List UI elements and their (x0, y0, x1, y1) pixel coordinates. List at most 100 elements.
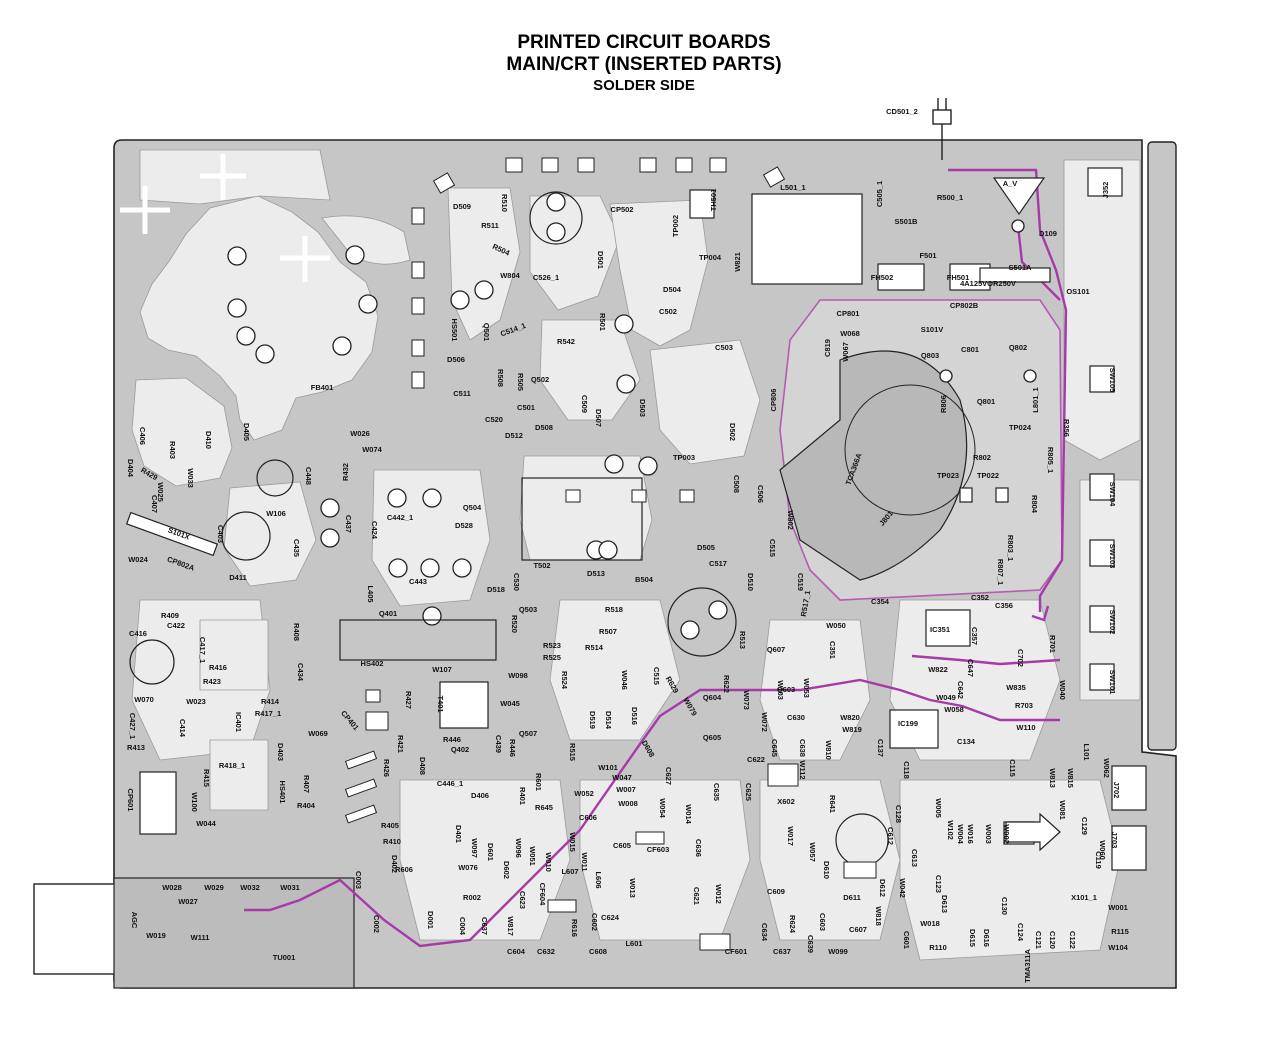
component-label: W052 (574, 789, 594, 798)
component-label: Q607 (767, 645, 785, 654)
component-label: S501B (895, 217, 919, 226)
component-label: W820 (840, 713, 860, 722)
component-label: C645 (770, 739, 779, 757)
component-label: W002 (1002, 824, 1011, 844)
component-label: Q803 (921, 351, 939, 360)
component-label: R601 (534, 773, 543, 791)
component-label: FH502 (871, 273, 894, 282)
component-label: R514 (585, 643, 604, 652)
component-label: W818 (874, 906, 883, 926)
component-label: W031 (280, 883, 300, 892)
component-label: R515 (568, 743, 577, 761)
component-label: W012 (714, 884, 723, 904)
component-label: W104 (1108, 943, 1128, 952)
component-label: C642 (956, 681, 965, 699)
component-label: CP802B (950, 301, 979, 310)
component-label: R517_1 (799, 590, 812, 617)
component-label: SW105 (1108, 368, 1117, 393)
component-label: CP801 (837, 309, 860, 318)
component-label: R002 (463, 893, 481, 902)
component-label: R409 (161, 611, 179, 620)
component-label: W033 (186, 468, 195, 488)
component-label: R511 (481, 221, 499, 230)
component-label: C515 (652, 667, 661, 685)
component-label: C120 (1048, 931, 1057, 949)
component-label: TU001 (273, 953, 296, 962)
component-label: W024 (128, 555, 148, 564)
component-label: R427 (404, 691, 413, 709)
component-label: CP502 (611, 205, 634, 214)
component-label: C443 (409, 577, 427, 586)
component-label: W068 (840, 329, 860, 338)
component-label: T401 (436, 695, 445, 712)
component-label: C003 (354, 871, 363, 889)
component-label: Q504 (463, 503, 482, 512)
component-label: R505 (516, 373, 525, 391)
component-label: D513 (587, 569, 605, 578)
component-label: TP003 (673, 453, 695, 462)
component-label: S101V (921, 325, 944, 334)
component-label: C621 (692, 887, 701, 905)
component-label: W019 (146, 931, 166, 940)
component-label: C636 (694, 839, 703, 857)
component-label: R524 (560, 671, 569, 690)
component-label: D411 (229, 573, 247, 582)
component-label: R803_1 (1006, 535, 1015, 561)
component-label: C115 (1008, 759, 1017, 777)
component-label: R513 (738, 631, 747, 649)
component-label: OS101 (1066, 287, 1089, 296)
component-label: SW101 (1108, 670, 1117, 695)
component-label: F501 (919, 251, 936, 260)
component-label: SW103 (1108, 544, 1117, 569)
component-label: R523 (543, 641, 561, 650)
component-label: C634 (760, 923, 769, 942)
component-label: TMA311A (1023, 949, 1032, 983)
component-label: R405 (381, 821, 399, 830)
component-label: D528 (455, 521, 473, 530)
component-label: C134 (957, 737, 976, 746)
component-label: R417_1 (255, 709, 281, 718)
power-plug-icon (932, 98, 952, 160)
component-label: R446 (443, 735, 461, 744)
component-label: R507 (599, 627, 617, 636)
component-label: W046 (620, 670, 629, 690)
component-label: R421 (396, 735, 405, 753)
component-label: R416 (209, 663, 227, 672)
component-label: R408 (292, 623, 301, 641)
component-label: SW102 (1108, 610, 1117, 635)
component-label: R616 (570, 919, 579, 937)
component-label: TP024 (1009, 423, 1032, 432)
component-label: W010 (544, 852, 553, 872)
component-label: W835 (1006, 683, 1026, 692)
component-label: IC199 (898, 719, 918, 728)
component-label: D602 (502, 861, 511, 879)
component-label: W007 (616, 785, 636, 794)
direction-arrow-icon (1005, 812, 1061, 852)
component-label: W023 (186, 697, 206, 706)
component-label: R645 (535, 803, 553, 812)
page-title: PRINTED CIRCUIT BOARDS (517, 32, 771, 53)
component-label: D519 (588, 711, 597, 729)
component-label: C603 (818, 913, 827, 931)
component-label: W106 (266, 509, 286, 518)
component-label: TP004 (699, 253, 722, 262)
component-label: C526_1 (533, 273, 559, 282)
component-label: Q507 (519, 729, 537, 738)
component-label: C638 (798, 739, 807, 757)
component-label: W005 (934, 798, 943, 818)
component-label: W815 (1066, 768, 1075, 788)
component-label: R404 (297, 801, 316, 810)
crt-socket (779, 299, 1063, 601)
component-label: R518 (605, 605, 623, 614)
component-label: W013 (628, 878, 637, 898)
component-label: C501 (517, 403, 535, 412)
component-label: W028 (162, 883, 182, 892)
component-label: R356 (1062, 419, 1071, 437)
component-label: AGC (130, 912, 139, 929)
component-label: W067 (841, 342, 850, 362)
alignment-marks (120, 154, 330, 282)
component-label: TP023 (937, 471, 959, 480)
page-subtitle: SOLDER SIDE (593, 77, 695, 94)
component-label: C351 (828, 641, 837, 659)
component-label: W017 (786, 826, 795, 846)
